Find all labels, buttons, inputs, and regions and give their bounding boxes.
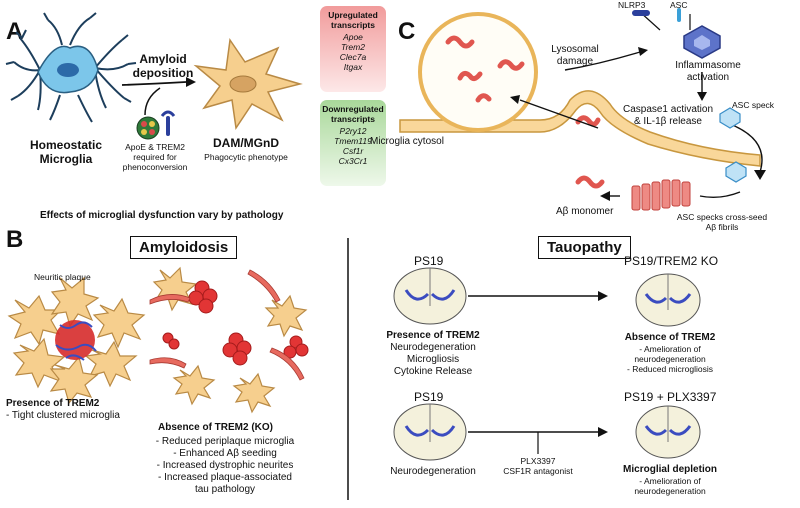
nlrp3-label: NLRP3 <box>618 0 646 10</box>
ps19-label-1: PS19 <box>414 254 444 268</box>
depletion-item: neurodegeneration <box>634 486 706 496</box>
downregulated-title: Downregulated transcripts <box>322 104 384 124</box>
depletion-block: Microglial depletion - Amelioration of n… <box>610 464 730 496</box>
panel-b-header: Effects of microglial dysfunction vary b… <box>40 210 284 221</box>
depletion-title: Microglial depletion <box>623 464 717 475</box>
phagocytic-label: Phagocytic phenotype <box>204 152 288 162</box>
absence-item: tau pathology <box>194 484 256 495</box>
apoe-trem2-label: ApoE & TREM2 required for phenoconversio… <box>122 142 188 172</box>
brain-ps19-trem2ko <box>635 273 701 327</box>
absence-item: - Increased plaque-associated <box>158 472 292 483</box>
asc-label: ASC <box>670 0 688 10</box>
absence-tau-block: Absence of TREM2 - Amelioration of neuro… <box>610 332 730 374</box>
downregulated-box: Downregulated transcripts P2ry12 Tmem119… <box>320 104 386 166</box>
absence-trem2-title: Absence of TREM2 (KO) <box>158 422 274 433</box>
cross-seed-label: ASC specks cross-seed Aβ fibrils <box>676 212 768 232</box>
absence-item: - Reduced periplaque microglia <box>155 436 295 447</box>
amyloidosis-title: Amyloidosis <box>130 236 238 259</box>
cytosol-label: Microglia cytosol <box>370 136 444 147</box>
presence-tau-item: Neurodegeneration <box>390 342 476 353</box>
ps19-label-2: PS19 <box>414 390 444 404</box>
ps19-plx-label: PS19 + PLX3397 <box>624 390 717 404</box>
panel-a-letter: A <box>6 18 24 45</box>
brain-ps19-1 <box>393 267 467 325</box>
downregulated-gene: P2ry12 <box>339 126 367 136</box>
upregulated-gene: Apoe <box>343 32 363 42</box>
inflammasome-illustration <box>683 25 721 59</box>
dam-label: DAM/MGnD <box>213 136 279 150</box>
upregulated-gene: Clec7a <box>339 52 367 62</box>
brain-ps19-plx <box>635 405 701 459</box>
depletion-item: - Amelioration of <box>639 476 701 486</box>
brain-ps19-2 <box>393 403 467 461</box>
absence-item: - Enhanced Aβ seeding <box>173 448 277 459</box>
downregulated-gene: Csf1r <box>342 146 364 156</box>
upregulated-gene: Itgax <box>343 62 363 72</box>
neurodegeneration-label: Neurodegeneration <box>390 466 476 477</box>
amyloid-deposition-label: Amyloid deposition <box>132 52 194 80</box>
presence-trem2-label: Presence of TREM2 <box>6 398 100 409</box>
inflammasome-label: Inflammasome activation <box>675 60 741 83</box>
tauopathy-title: Tauopathy <box>538 236 631 259</box>
homeostatic-microglia-illustration <box>5 12 137 123</box>
absence-tau-item: neurodegeneration <box>634 354 706 364</box>
upregulated-title: Upregulated transcripts <box>328 10 378 30</box>
microglia-cytosol-boundary <box>399 90 761 167</box>
absence-tau-item: - Reduced microgliosis <box>627 364 713 374</box>
upregulated-box: Upregulated transcripts Apoe Trem2 Clec7… <box>320 10 386 72</box>
upregulated-gene: Trem2 <box>341 42 365 52</box>
absence-tau-title: Absence of TREM2 <box>624 332 716 343</box>
abeta-fibril <box>631 179 691 211</box>
presence-tau-item: Microgliosis <box>406 354 460 365</box>
caspase-label: Caspase1 activation & IL-1β release <box>622 104 714 127</box>
asc-speck-label: ASC speck <box>732 100 775 110</box>
presence-tau-block: Presence of TREM2 Neurodegeneration Micr… <box>378 330 488 378</box>
absence-list: - Reduced periplaque microglia - Enhance… <box>130 436 320 496</box>
homeostatic-label: Homeostatic Microglia <box>29 138 103 166</box>
lysosome <box>418 12 538 132</box>
presence-tau-title: Presence of TREM2 <box>386 330 480 341</box>
presence-tau-item: Cytokine Release <box>393 366 473 377</box>
neuritic-plaque-label: Neuritic plaque <box>34 272 91 282</box>
plaque-cluster-illustration <box>7 276 146 405</box>
absence-tau-item: - Amelioration of <box>639 344 701 354</box>
panel-b-letter: B <box>6 226 24 253</box>
tight-clustered-label: - Tight clustered microglia <box>6 410 120 421</box>
plx-label: PLX3397 CSF1R antagonist <box>503 456 573 476</box>
absence-item: - Increased dystrophic neurites <box>156 460 294 471</box>
downregulated-gene: Cx3Cr1 <box>338 156 368 166</box>
absence-plaque-illustration <box>149 266 309 414</box>
downregulated-gene: Tmem119 <box>334 136 372 146</box>
monomer-label: Aβ monomer <box>556 206 614 217</box>
ps19-trem2ko-label: PS19/TREM2 KO <box>624 254 719 268</box>
lysosomal-damage-label: Lysosomal damage <box>551 44 599 67</box>
panel-c-letter: C <box>398 18 416 45</box>
